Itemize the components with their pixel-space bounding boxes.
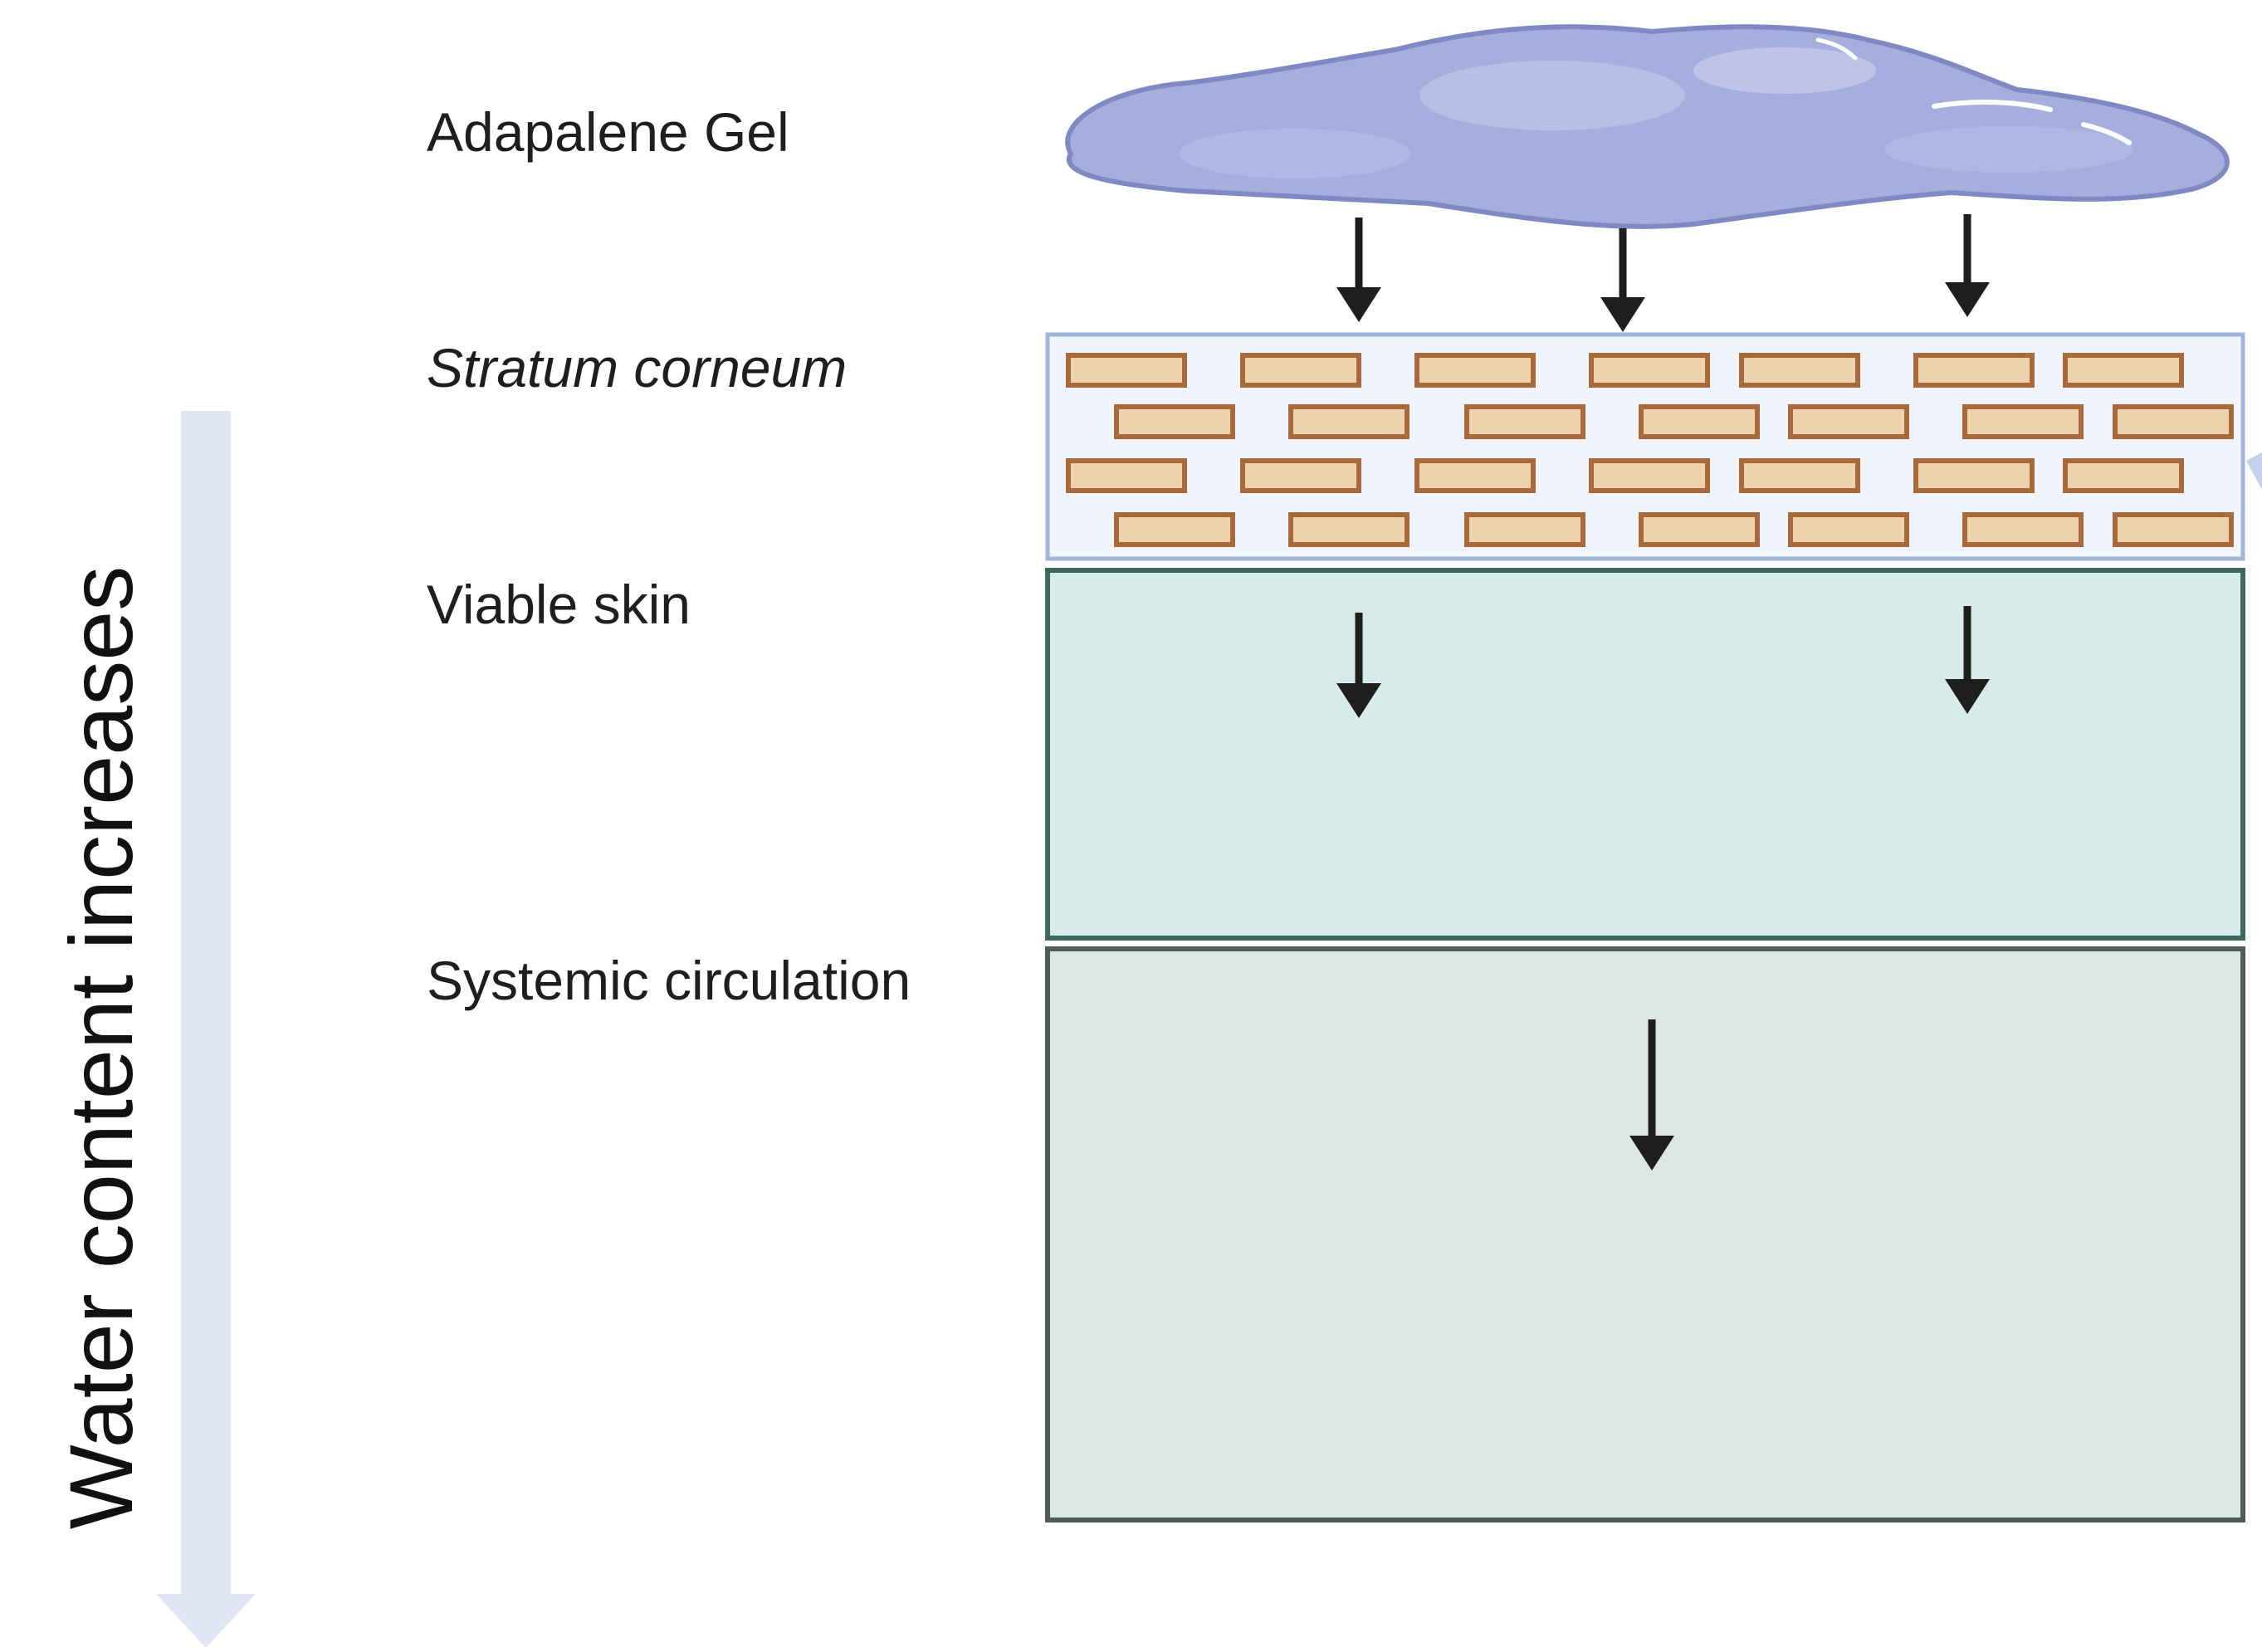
corneocyte-brick xyxy=(1066,353,1187,388)
gel-highlight xyxy=(1419,61,1685,130)
gel-highlight xyxy=(1693,47,1876,94)
penetration-arrow-head xyxy=(1945,282,1990,317)
corneocyte-brick xyxy=(1464,512,1585,547)
corneocyte-brick xyxy=(1788,404,1909,439)
water-content-arrow-head xyxy=(156,1594,256,1648)
gel-highlight xyxy=(1179,129,1411,178)
water-content-arrow xyxy=(156,411,256,1648)
penetration-arrow xyxy=(1945,606,1990,714)
corneocyte-brick xyxy=(1066,458,1187,493)
corneocyte-brick xyxy=(1414,458,1536,493)
penetration-arrow-head xyxy=(1336,683,1381,718)
stratum-corneum-edge-marker xyxy=(2246,452,2262,490)
corneocyte-brick xyxy=(1962,404,2084,439)
corneocyte-brick xyxy=(1240,353,1361,388)
label-water-content-increases: Water content increases xyxy=(51,565,151,1530)
corneocyte-brick xyxy=(1739,458,1860,493)
label-stratum-corneum: Stratum corneum xyxy=(427,337,848,398)
corneocyte-brick xyxy=(1414,353,1536,388)
gel-shine xyxy=(2081,122,2132,145)
corneocyte-brick xyxy=(1913,458,2035,493)
penetration-arrow xyxy=(1629,1019,1674,1171)
gel-blob-shape xyxy=(1065,24,2230,229)
water-content-arrow-shaft xyxy=(181,411,231,1598)
corneocyte-brick xyxy=(1913,353,2035,388)
corneocyte-brick xyxy=(1739,353,1860,388)
label-systemic-circulation: Systemic circulation xyxy=(427,950,911,1011)
corneocyte-brick xyxy=(1464,404,1585,439)
label-viable-skin: Viable skin xyxy=(427,574,691,635)
penetration-arrows xyxy=(1336,214,1990,1171)
corneocyte-brick xyxy=(2113,404,2234,439)
corneocyte-brick xyxy=(1114,404,1235,439)
penetration-arrow xyxy=(1336,217,1381,322)
gel-shine xyxy=(1932,100,2053,112)
penetration-arrow-head xyxy=(1945,679,1990,714)
corneocyte-brick xyxy=(1788,512,1909,547)
corneocyte-brick xyxy=(1639,512,1760,547)
corneocyte-brick xyxy=(2063,458,2184,493)
corneocyte-brick xyxy=(1288,512,1409,547)
gel-blob xyxy=(1065,24,2230,229)
penetration-arrow-head xyxy=(1629,1136,1674,1171)
corneocyte-brick xyxy=(2113,512,2234,547)
penetration-arrow-head xyxy=(1600,297,1645,332)
penetration-arrow xyxy=(1945,214,1990,317)
corneocyte-brick xyxy=(1589,353,1710,388)
gel-shine xyxy=(1815,37,1858,61)
corneocyte-brick xyxy=(1962,512,2084,547)
corneocyte-brick xyxy=(1288,404,1409,439)
label-adapalene-gel: Adapalene Gel xyxy=(427,101,789,163)
corneocyte-brick xyxy=(1589,458,1710,493)
corneocyte-brick xyxy=(1240,458,1361,493)
corneocyte-brick xyxy=(2063,353,2184,388)
corneocyte-brick xyxy=(1639,404,1760,439)
penetration-arrow xyxy=(1336,613,1381,718)
corneocyte-bricks xyxy=(1066,353,2234,547)
penetration-arrow-head xyxy=(1336,287,1381,322)
viable-skin-layer xyxy=(1045,568,2245,941)
systemic-circulation-layer xyxy=(1045,946,2245,1522)
gel-highlight xyxy=(1884,126,2133,173)
corneocyte-brick xyxy=(1114,512,1235,547)
penetration-arrow xyxy=(1600,228,1645,332)
